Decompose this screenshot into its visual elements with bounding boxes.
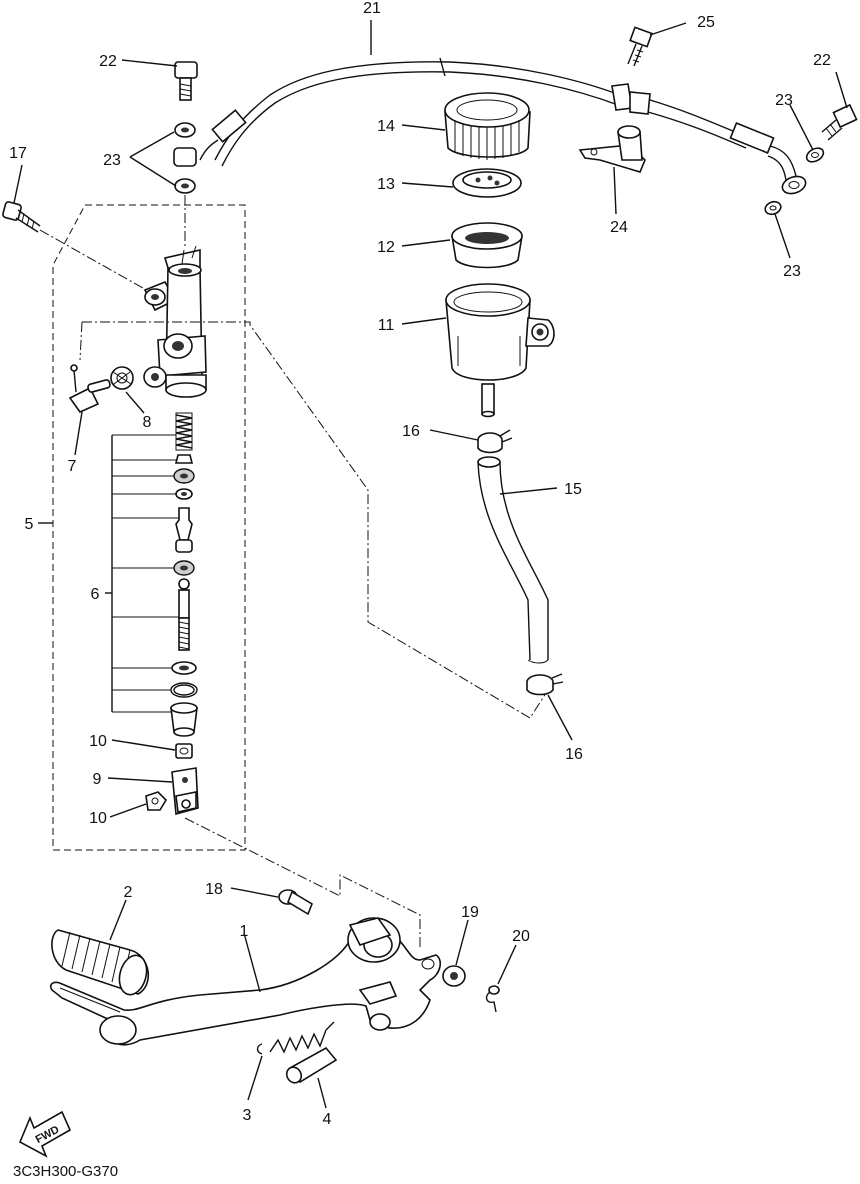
- label-22-right: 22: [813, 52, 831, 69]
- nut-8: [110, 366, 134, 390]
- diaphragm-12: [451, 222, 523, 269]
- nut-10-upper: [175, 743, 193, 759]
- label-13: 13: [377, 176, 395, 193]
- label-14: 14: [377, 118, 395, 135]
- label-22-left: 22: [99, 53, 117, 70]
- label-1: 1: [240, 923, 249, 940]
- bracket-24: [578, 125, 646, 173]
- label-20: 20: [512, 928, 530, 945]
- master-cylinder-body: [143, 245, 207, 398]
- brake-pedal-1: [49, 917, 442, 1046]
- clamp-16-lower: [526, 673, 564, 696]
- bolt-22-right: [821, 103, 858, 141]
- label-19: 19: [461, 904, 479, 921]
- label-23-left: 23: [103, 152, 121, 169]
- diagram-code: 3C3H300-G370: [13, 1163, 118, 1180]
- washer-19: [442, 965, 466, 987]
- breather-hose-15: [477, 456, 549, 664]
- washers-23-left: [173, 122, 197, 248]
- sleeve-4: [285, 1046, 338, 1084]
- link-line-cylinder-hose: [82, 321, 549, 719]
- washers-23-right: [764, 147, 825, 216]
- part-labels: 21 22 23 17 25 22 23 23 24 14 13 12 11 1…: [9, 0, 831, 1128]
- clamp-16-upper: [477, 429, 513, 454]
- label-7: 7: [68, 458, 77, 475]
- label-24: 24: [610, 219, 628, 236]
- label-21: 21: [363, 0, 381, 17]
- reservoir-cap-14: [444, 92, 531, 160]
- kit-6-bracket: [111, 434, 179, 713]
- label-9: 9: [93, 771, 102, 788]
- label-17: 17: [9, 145, 27, 162]
- label-16-upper: 16: [402, 423, 420, 440]
- bolt-17: [2, 201, 151, 293]
- fitting-7: [68, 364, 111, 413]
- bolt-22-left: [174, 61, 198, 101]
- link-line-clevis-pedal: [184, 817, 421, 950]
- leader-lines: [13, 20, 848, 1109]
- label-18: 18: [205, 881, 223, 898]
- cotter-pin-20: [485, 985, 500, 1013]
- master-cylinder-assembly-box: [52, 204, 246, 851]
- bolt-25: [627, 26, 653, 67]
- label-23-right-lower: 23: [783, 263, 801, 280]
- reservoir-11: [445, 283, 555, 418]
- label-3: 3: [243, 1107, 252, 1124]
- label-15: 15: [564, 481, 582, 498]
- label-8: 8: [143, 414, 152, 431]
- label-25: 25: [697, 14, 715, 31]
- diaphragm-plate-13: [452, 168, 522, 198]
- label-10-upper: 10: [89, 733, 107, 750]
- clevis-9: [171, 767, 199, 816]
- label-6: 6: [91, 586, 100, 603]
- label-5: 5: [25, 516, 34, 533]
- pedal-footrest-rubber-2: [51, 929, 150, 996]
- label-16-lower: 16: [565, 746, 583, 763]
- label-11: 11: [378, 317, 395, 334]
- label-10-lower: 10: [89, 810, 107, 827]
- nut-10-lower: [145, 791, 168, 811]
- brake-hose: [199, 57, 807, 195]
- pin-18: [278, 889, 313, 916]
- label-4: 4: [323, 1111, 332, 1128]
- piston-kit-6: [170, 412, 198, 737]
- label-12: 12: [377, 239, 395, 256]
- return-spring-3: [256, 1021, 335, 1055]
- link-line-fitting: [79, 321, 83, 361]
- label-2: 2: [124, 884, 133, 901]
- label-23-right-upper: 23: [775, 92, 793, 109]
- fwd-arrow-icon: FWD: [18, 1110, 72, 1158]
